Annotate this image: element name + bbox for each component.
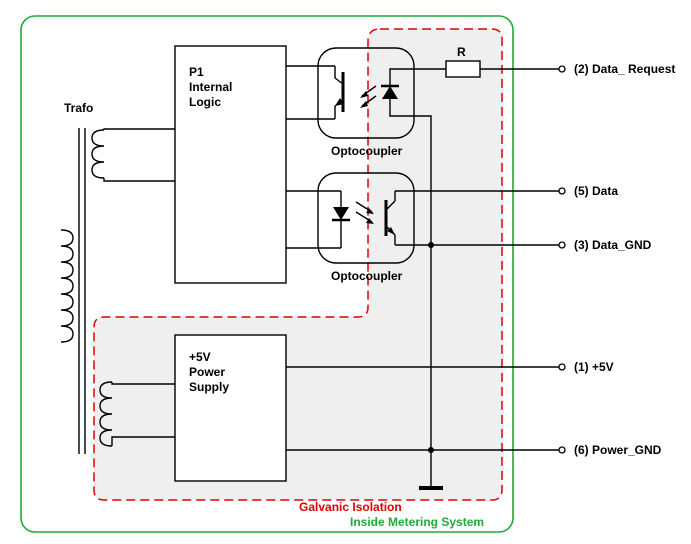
optocoupler-icon [317, 47, 415, 139]
power-label-line-3: Supply [189, 380, 229, 394]
junction-dot [428, 242, 434, 248]
resistor-label: R [457, 45, 466, 59]
junction-dot [428, 447, 434, 453]
transformer [60, 128, 113, 454]
phototransistor-icon [384, 191, 396, 245]
terminal-label: (3) Data_GND [574, 238, 652, 252]
terminal-label: (1) +5V [574, 360, 614, 374]
terminal-icon [558, 65, 566, 73]
inside-metering-system-border [20, 15, 514, 533]
resistor-icon [445, 60, 481, 78]
transformer-secondary-coil-icon [91, 129, 105, 179]
galvanic-isolation-label: Galvanic Isolation [299, 500, 402, 514]
phototransistor-icon [286, 65, 345, 120]
terminal-data: (5) Data [558, 184, 618, 198]
led-icon [381, 70, 399, 112]
terminal-label: (5) Data [574, 184, 618, 198]
power-label-line-1: +5V [189, 350, 211, 364]
light-arrows-icon [355, 201, 374, 224]
terminal-icon [558, 187, 566, 195]
terminal-data-gnd: (3) Data_GND [558, 238, 652, 252]
optocoupler-top [286, 47, 415, 139]
optocoupler-top-label: Optocoupler [331, 144, 403, 158]
terminal-plus5v: (1) +5V [558, 360, 614, 374]
transformer-secondary-coil-icon [99, 381, 113, 447]
transformer-primary-coil-icon [60, 229, 74, 343]
logic-label-line-1: P1 [189, 65, 204, 79]
optocoupler-bottom-label: Optocoupler [331, 269, 403, 283]
light-arrows-icon [360, 85, 377, 108]
terminal-data-request: (2) Data_ Request [558, 62, 675, 76]
terminal-icon [558, 241, 566, 249]
optocoupler-icon [317, 172, 415, 264]
terminal-power-gnd: (6) Power_GND [558, 443, 662, 457]
terminal-label: (2) Data_ Request [574, 62, 675, 76]
internal-logic-block [174, 45, 287, 284]
inside-metering-system-label: Inside Metering System [350, 515, 484, 529]
led-icon [286, 190, 350, 249]
terminal-icon [558, 363, 566, 371]
power-supply-block [174, 334, 287, 482]
power-label-line-2: Power [189, 365, 225, 379]
terminal-icon [558, 446, 566, 454]
logic-label-line-3: Logic [189, 95, 221, 109]
galvanic-isolation-region [93, 28, 503, 501]
optocoupler-bottom [286, 172, 415, 264]
trafo-label: Trafo [64, 101, 93, 115]
terminal-label: (6) Power_GND [574, 443, 662, 457]
logic-label-line-2: Internal [189, 80, 232, 94]
